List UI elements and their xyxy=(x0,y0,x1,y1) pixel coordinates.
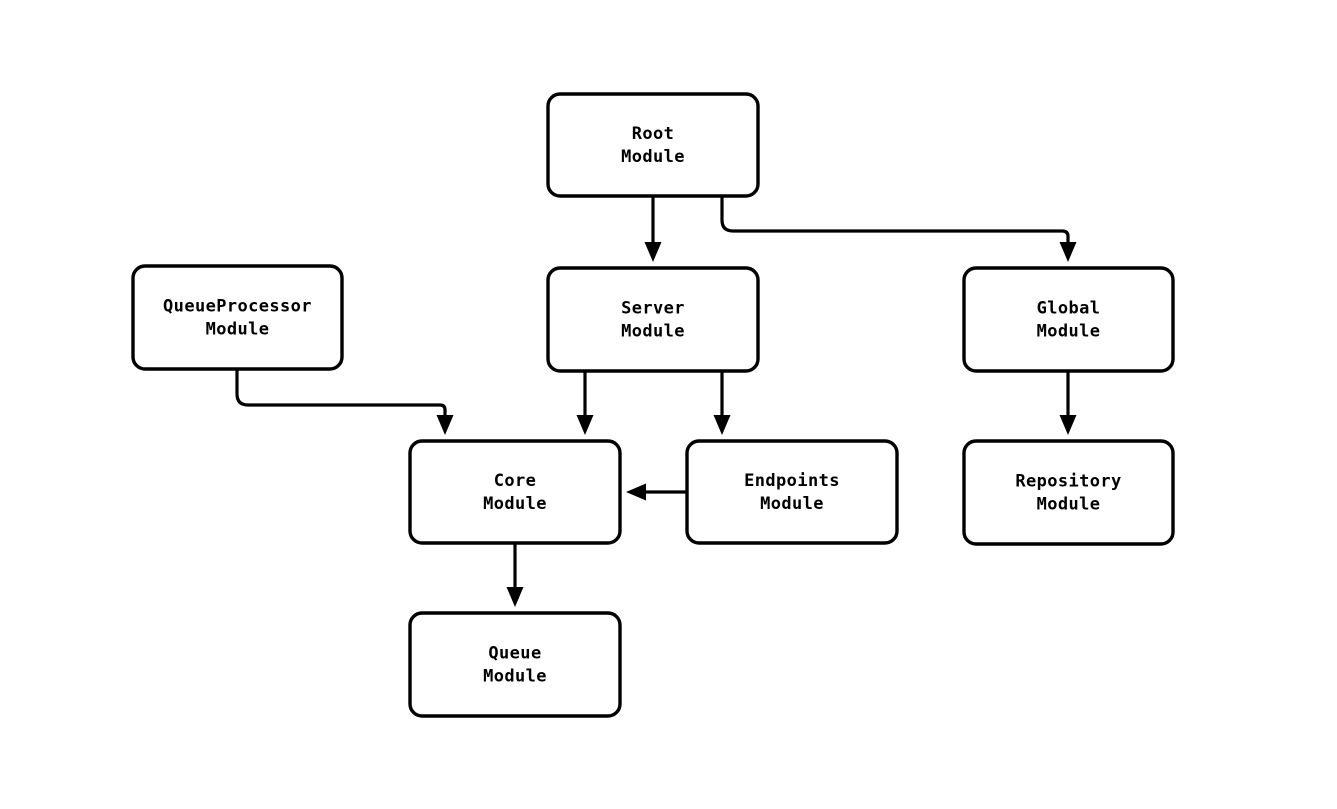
node-label-line2-queue: Module xyxy=(483,667,547,687)
edge-global-to-repository xyxy=(1059,371,1077,435)
node-label-line1-root: Root xyxy=(632,124,675,144)
node-label-line2-server: Module xyxy=(621,322,685,342)
arrowhead-icon xyxy=(1059,415,1077,435)
node-box-repository[interactable] xyxy=(962,439,1175,546)
edge-core-to-queue xyxy=(506,543,524,607)
arrowhead-icon xyxy=(576,415,594,435)
node-label-line2-core: Module xyxy=(483,494,547,514)
edge-layer xyxy=(235,196,1077,607)
node-box-root[interactable] xyxy=(546,92,760,198)
edge-server-to-core xyxy=(576,371,594,435)
arrowhead-icon xyxy=(713,415,731,435)
node-label-line1-core: Core xyxy=(494,471,537,491)
node-box-server[interactable] xyxy=(546,266,760,373)
node-label-line1-queueprocessor: QueueProcessor xyxy=(163,297,312,317)
edge-server-to-endpoints xyxy=(713,371,731,435)
node-box-core[interactable] xyxy=(408,439,622,545)
node-box-queue[interactable] xyxy=(408,611,622,718)
node-label-line2-global: Module xyxy=(1037,322,1101,342)
node-label-line2-queueprocessor: Module xyxy=(206,320,270,340)
edge-queueprocessor-to-core xyxy=(235,369,454,435)
node-label-line1-repository: Repository xyxy=(1015,472,1121,492)
node-label-line2-repository: Module xyxy=(1037,495,1101,515)
edge-endpoints-to-core xyxy=(626,483,687,501)
arrowhead-icon xyxy=(506,587,524,607)
node-label-line2-root: Module xyxy=(621,147,685,167)
node-box-endpoints[interactable] xyxy=(685,439,899,545)
node-box-global[interactable] xyxy=(962,266,1175,373)
edge-root-to-server xyxy=(644,196,662,262)
arrowhead-icon xyxy=(626,483,646,501)
node-label-line2-endpoints: Module xyxy=(760,494,824,514)
edge-root-to-global xyxy=(720,196,1077,262)
node-label-line1-global: Global xyxy=(1037,299,1101,319)
node-label-line1-endpoints: Endpoints xyxy=(744,471,840,491)
arrowhead-icon xyxy=(436,415,454,435)
node-label-line1-server: Server xyxy=(621,299,685,319)
arrowhead-icon xyxy=(644,242,662,262)
node-label-line1-queue: Queue xyxy=(488,644,541,664)
node-box-queueprocessor[interactable] xyxy=(131,264,344,371)
arrowhead-icon xyxy=(1059,242,1077,262)
